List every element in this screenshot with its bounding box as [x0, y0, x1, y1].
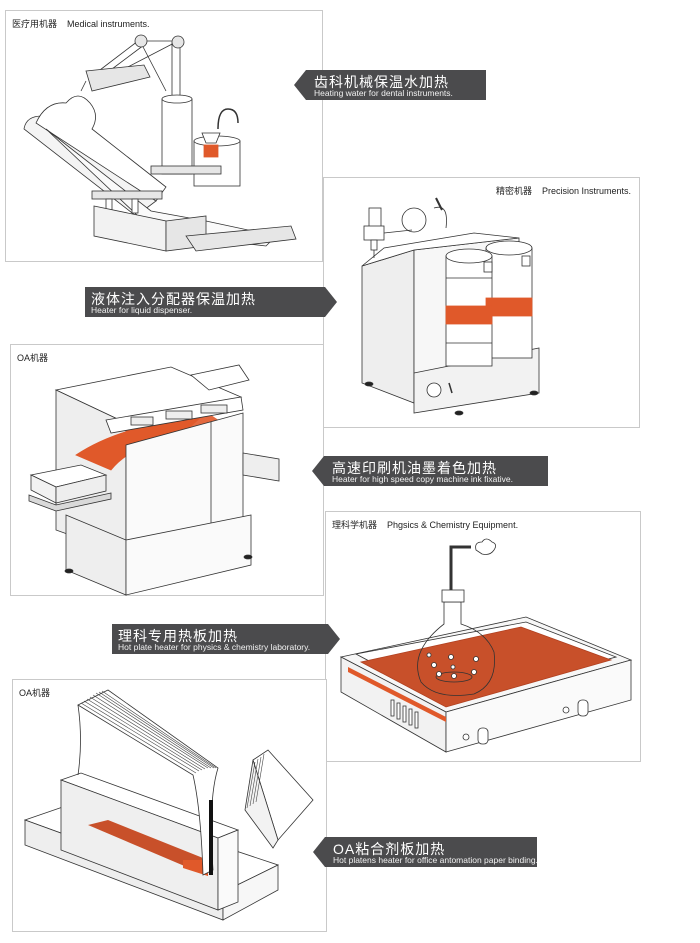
- banner-pointer-right-icon: [325, 287, 337, 317]
- banner-cn: OA粘合剂板加热: [333, 841, 446, 857]
- panel-oa-binding: OA机器: [12, 679, 327, 932]
- caption-cn: OA机器: [17, 353, 49, 363]
- panel-medical: 医疗用机器 Medical instruments.: [5, 10, 323, 262]
- panel-caption: OA机器: [19, 686, 60, 699]
- caption-en: Precision Instruments.: [541, 186, 631, 196]
- banner-en: Hot platens heater for office antomation…: [333, 855, 538, 865]
- banner-hotplate-body: 理科专用热板加热 Hot plate heater for physics & …: [112, 624, 328, 654]
- banner-dental-body: 齿科机械保温水加热 Heating water for dental instr…: [306, 70, 486, 100]
- banner-pointer-left-icon: [312, 456, 324, 486]
- binding-machine-illustration: [23, 689, 314, 921]
- banner-en: Heater for high speed copy machine ink f…: [332, 474, 513, 484]
- banner-pointer-left-icon: [294, 70, 306, 100]
- banner-en: Hot plate heater for physics & chemistry…: [118, 642, 311, 652]
- banner-pointer-left-icon: [313, 837, 325, 867]
- panel-precision: 精密机器 Precision Instruments.: [323, 177, 640, 428]
- banner-copier-body: 高速印刷机油墨着色加热 Heater for high speed copy m…: [324, 456, 548, 486]
- panel-caption: 医疗用机器 Medical instruments.: [12, 17, 150, 30]
- caption-en: Phgsics & Chemistry Equipment.: [387, 520, 519, 530]
- panel-caption: 理科学机器 Phgsics & Chemistry Equipment.: [332, 518, 518, 531]
- caption-en: Medical instruments.: [67, 19, 150, 29]
- caption-cn: 精密机器: [495, 186, 532, 196]
- banner-cn: 液体注入分配器保温加热: [91, 291, 256, 307]
- banner-binding-body: OA粘合剂板加热 Hot platens heater for office a…: [325, 837, 538, 867]
- banner-cn: 齿科机械保温水加热: [314, 74, 449, 90]
- hotplate-illustration: [339, 538, 633, 753]
- dental-chair-illustration: [23, 34, 297, 252]
- caption-cn: 理科学机器: [332, 520, 378, 530]
- liquid-dispenser-illustration: [361, 197, 540, 416]
- banner-en: Heater for liquid dispenser.: [91, 305, 193, 315]
- caption-cn: 医疗用机器: [12, 19, 58, 29]
- panel-caption: 精密机器 Precision Instruments.: [496, 184, 631, 197]
- caption-cn: OA机器: [19, 688, 51, 698]
- copier-illustration: [28, 364, 280, 596]
- banner-en: Heating water for dental instruments.: [314, 88, 453, 98]
- panel-caption: OA机器: [17, 351, 58, 364]
- banner-liquid-body: 液体注入分配器保温加热 Heater for liquid dispenser.: [85, 287, 325, 317]
- banner-pointer-right-icon: [328, 624, 340, 654]
- banner-cn: 理科专用热板加热: [118, 628, 238, 644]
- panel-lab: 理科学机器 Phgsics & Chemistry Equipment.: [325, 511, 641, 762]
- panel-oa-copier: OA机器: [10, 344, 324, 596]
- banner-cn: 高速印刷机油墨着色加热: [332, 460, 497, 476]
